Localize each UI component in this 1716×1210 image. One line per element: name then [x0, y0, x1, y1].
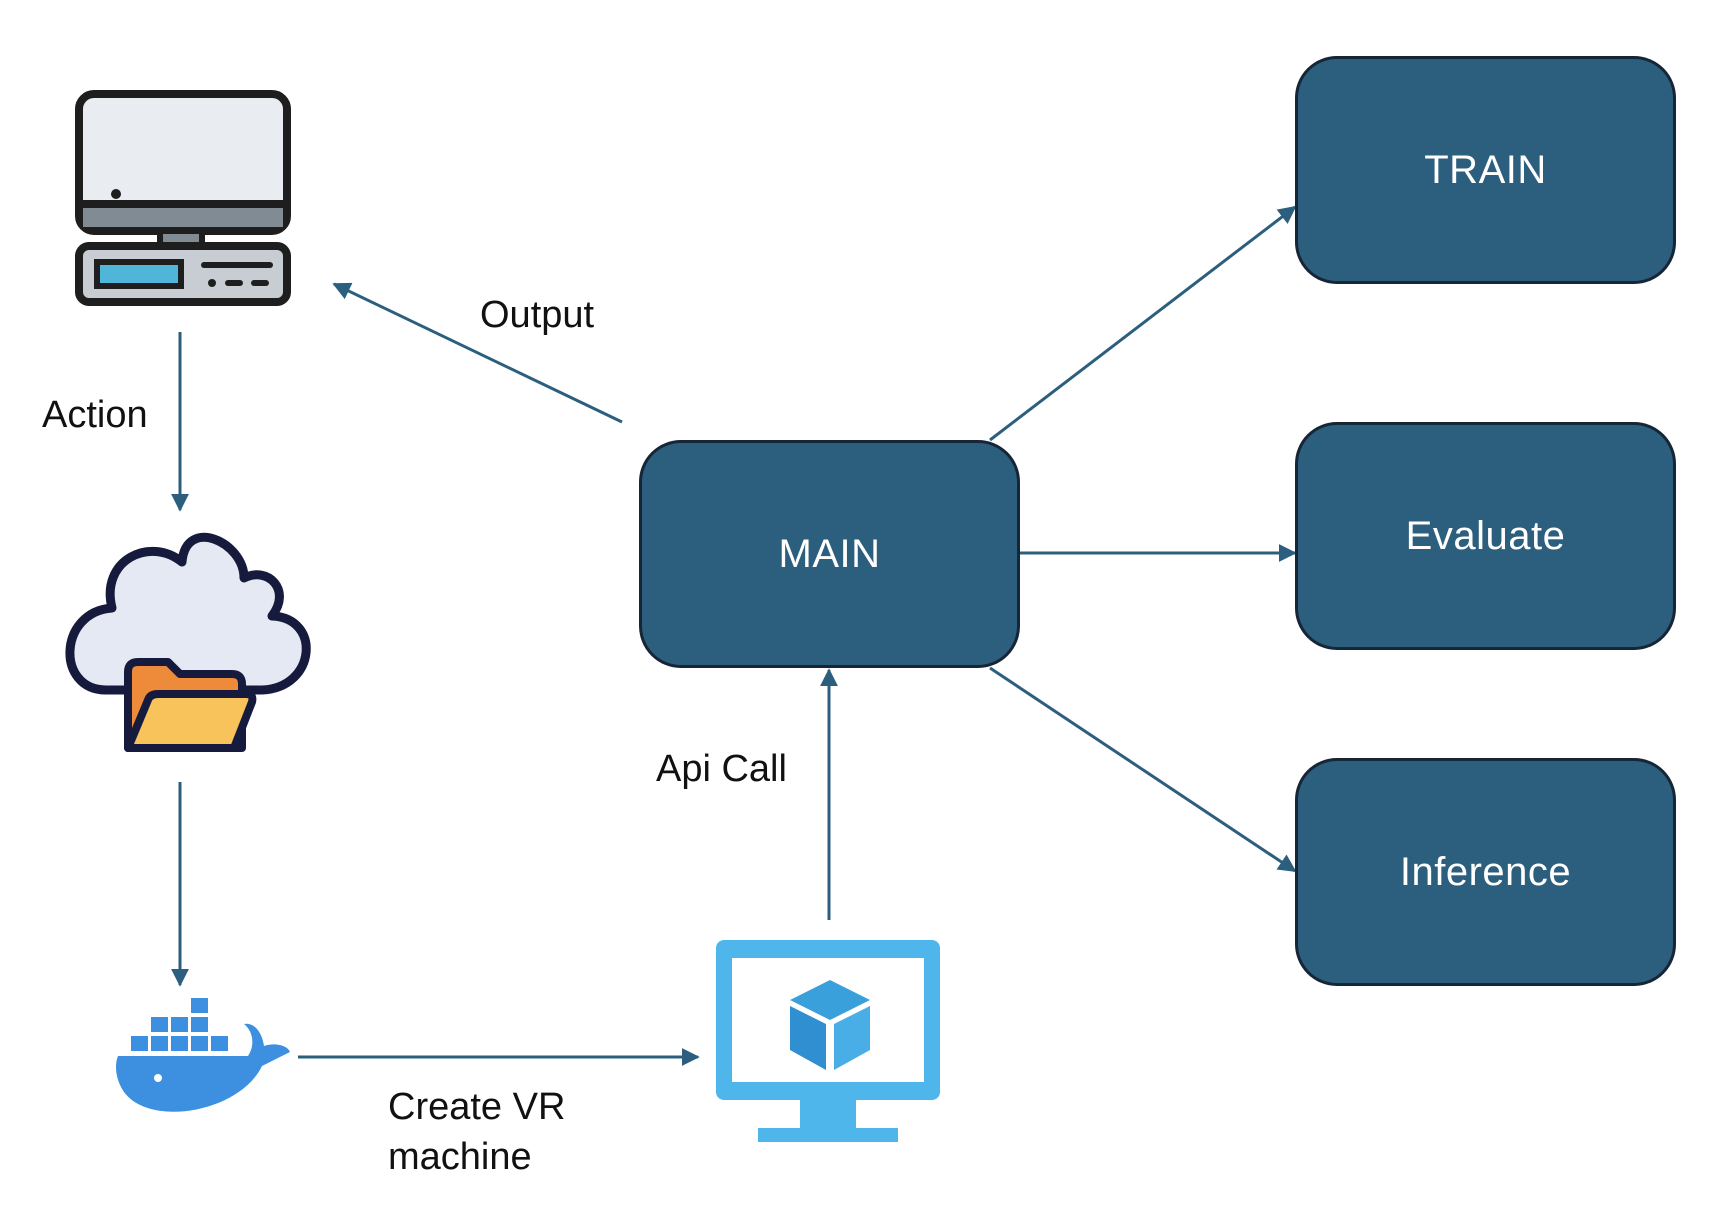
train-node: TRAIN	[1295, 56, 1676, 284]
main-node: MAIN	[639, 440, 1020, 668]
virtual-machine-monitor-icon	[716, 940, 940, 1142]
evaluate-node: Evaluate	[1295, 422, 1676, 650]
desktop-computer-icon	[75, 90, 291, 306]
docker-whale-icon	[116, 998, 290, 1112]
train-node-label: TRAIN	[1424, 147, 1547, 192]
output-label: Output	[480, 294, 595, 336]
arrow-main-to-inference	[989, 666, 1297, 873]
main-node-label: MAIN	[778, 531, 881, 576]
arrow-main-to-computer	[332, 282, 623, 424]
inference-node: Inference	[1295, 758, 1676, 986]
arrow-main-to-train	[989, 205, 1297, 442]
action-label: Action	[42, 394, 148, 436]
evaluate-node-label: Evaluate	[1405, 513, 1566, 558]
create-vr-machine-label: Create VR machine	[388, 1086, 566, 1178]
api-call-label: Api Call	[656, 748, 787, 790]
cloud-folder-icon	[65, 532, 311, 752]
inference-node-label: Inference	[1399, 849, 1572, 894]
